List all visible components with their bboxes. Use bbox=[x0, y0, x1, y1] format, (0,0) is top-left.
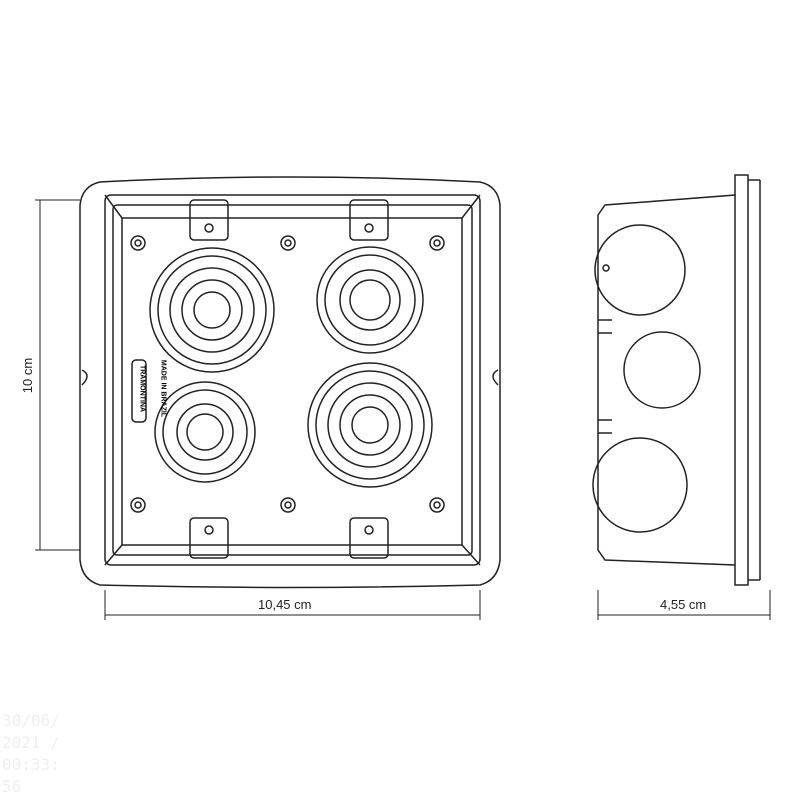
timestamp-watermark: 30/06/2021 / 00:33: 56 bbox=[2, 710, 60, 798]
brand-label-box bbox=[131, 359, 147, 423]
watermark-line: 2021 / bbox=[2, 733, 60, 752]
front-view bbox=[79, 176, 501, 589]
watermark-line: 56 bbox=[2, 777, 22, 796]
mounting-tabs bbox=[189, 199, 389, 559]
watermark-line: 00:33: bbox=[2, 755, 60, 774]
side-view bbox=[592, 174, 761, 586]
origin-label: MADE IN BRAZIL bbox=[159, 359, 167, 418]
dimension-lines bbox=[35, 199, 771, 620]
height-dimension-label: 10 cm bbox=[20, 357, 36, 394]
depth-dimension-label: 4,55 cm bbox=[660, 597, 707, 612]
screw-holes bbox=[130, 235, 445, 513]
brand-label: TRAMONTINA bbox=[138, 364, 146, 413]
knockouts bbox=[149, 246, 433, 488]
watermark-line: 30/06/ bbox=[2, 711, 60, 730]
width-dimension-label: 10,45 cm bbox=[258, 597, 312, 612]
